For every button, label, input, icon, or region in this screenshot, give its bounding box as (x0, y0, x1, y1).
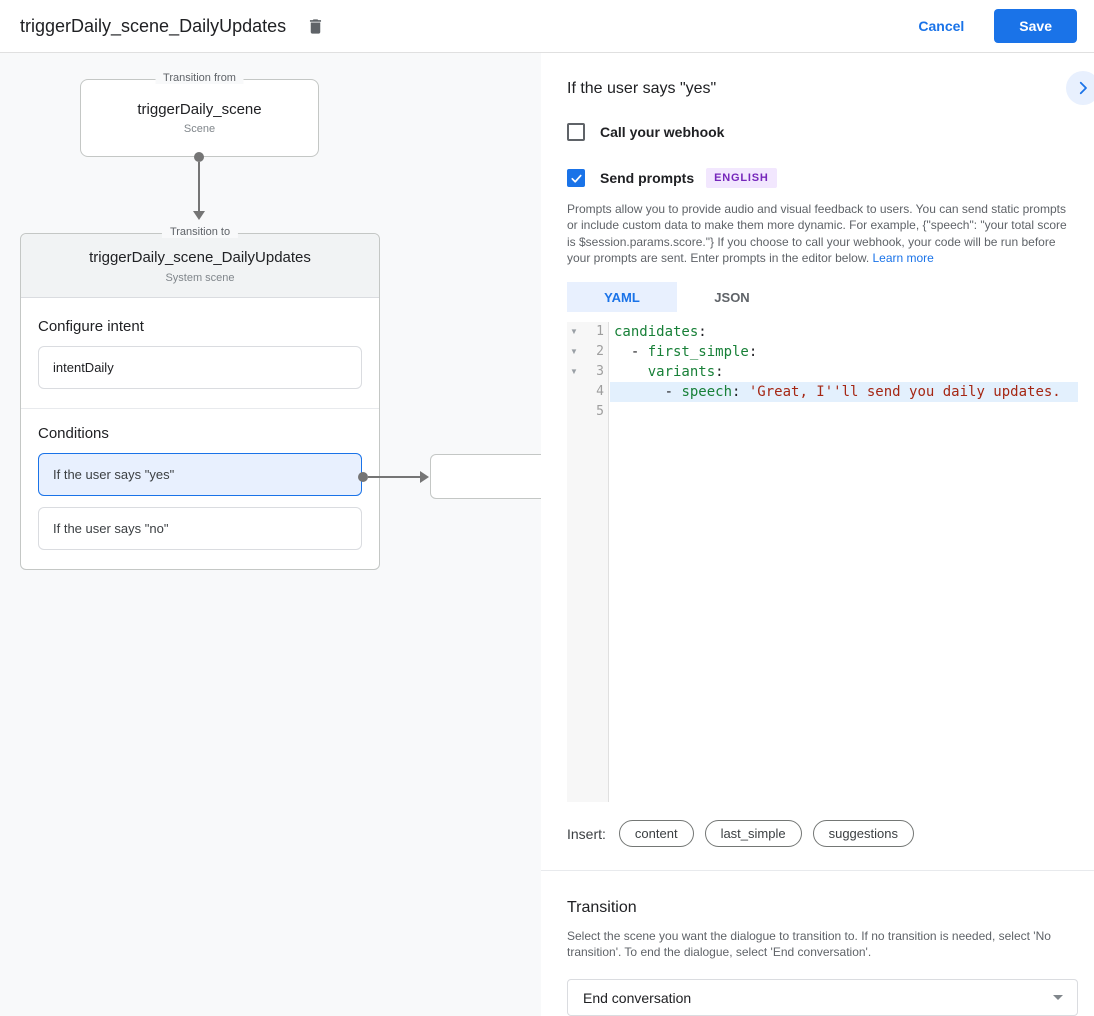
page-title: triggerDaily_scene_DailyUpdates (20, 15, 287, 36)
call-webhook-label: Call your webhook (600, 124, 725, 140)
tab-json[interactable]: JSON (714, 289, 750, 305)
send-prompts-label: Send prompts (600, 170, 695, 186)
insert-suggestions-button[interactable]: suggestions (812, 820, 914, 848)
conditions-label: Conditions (38, 425, 109, 442)
tab-yaml[interactable]: YAML (567, 282, 677, 313)
line-number: 3 (596, 364, 604, 380)
prompts-description: Prompts allow you to provide audio and v… (567, 201, 1078, 266)
arrow-right-icon (420, 471, 429, 483)
intent-item[interactable]: intentDaily (38, 346, 362, 389)
transition-selected-value: End conversation (583, 989, 692, 1006)
insert-label: Insert: (567, 825, 606, 842)
chevron-right-icon (1074, 79, 1092, 97)
code-editor[interactable]: ▼ 1 candidates: ▼ 2 - first_simple: ▼ 3 varian… (567, 322, 1078, 803)
code-line-content[interactable]: variants: (647, 364, 724, 381)
fold-arrow-icon[interactable]: ▼ (570, 367, 578, 377)
cancel-button[interactable]: Cancel (918, 18, 965, 34)
insert-row: Insert: content last_simple suggestions (567, 820, 1078, 848)
transition-from-legend: Transition from (155, 72, 244, 84)
from-scene-type: Scene (183, 123, 216, 135)
connector-dot-vertical (194, 152, 204, 162)
insert-last-simple-button[interactable]: last_simple (704, 820, 802, 848)
code-line-content[interactable] (610, 402, 1078, 422)
scene-diagram-canvas: Transition from triggerDaily_scene Scene… (0, 53, 541, 1016)
top-bar: triggerDaily_scene_DailyUpdates Cancel S… (0, 0, 1094, 53)
to-scene-type: System scene (165, 272, 235, 284)
to-scene-name: triggerDaily_scene_DailyUpdates (89, 249, 311, 266)
transition-to-box: Transition to triggerDaily_scene_DailyUp… (20, 226, 380, 570)
code-line: ▼ 1 candidates: (567, 322, 1078, 342)
fold-arrow-icon[interactable]: ▼ (570, 347, 578, 357)
condition-item-yes[interactable]: If the user says "yes" (38, 453, 362, 496)
learn-more-link[interactable]: Learn more (872, 250, 934, 265)
connector-dot-horizontal (358, 472, 368, 482)
trash-icon (306, 17, 325, 36)
code-line: ▼ 3 variants: (567, 362, 1078, 382)
line-number: 5 (596, 404, 604, 420)
code-line: ▼ 2 - first_simple: (567, 342, 1078, 362)
fold-arrow-icon[interactable]: ▼ (570, 327, 578, 337)
to-scene-header[interactable]: triggerDaily_scene_DailyUpdates System s… (21, 234, 379, 298)
section-divider (541, 870, 1094, 872)
webhook-row: Call your webhook (567, 123, 1078, 141)
transition-to-legend: Transition to (161, 226, 239, 238)
transition-select[interactable]: End conversation (567, 979, 1078, 1016)
send-prompts-checkbox[interactable] (567, 169, 585, 187)
dropdown-caret-icon (1053, 995, 1063, 1001)
language-badge: ENGLISH (706, 168, 777, 188)
panel-title: If the user says "yes" (567, 80, 717, 97)
arrow-down-icon (193, 211, 205, 220)
editor-tabs: YAML JSON (567, 282, 1078, 313)
code-editor-lines: ▼ 1 candidates: ▼ 2 - first_simple: ▼ 3 varian… (567, 322, 1078, 422)
code-line: 4 - speech: 'Great, I''ll send you daily… (567, 382, 1078, 403)
transition-target-box[interactable] (430, 454, 541, 499)
from-scene-name: triggerDaily_scene (137, 101, 262, 118)
call-webhook-checkbox[interactable] (567, 123, 585, 141)
collapse-panel-button[interactable] (1066, 71, 1094, 105)
main-area: Transition from triggerDaily_scene Scene… (0, 53, 1094, 1016)
code-line-content[interactable]: candidates: (614, 324, 707, 341)
code-line-content[interactable]: - first_simple: (614, 344, 758, 361)
save-button[interactable]: Save (994, 9, 1077, 43)
transition-section-title: Transition (567, 899, 637, 917)
transition-description: Select the scene you want the dialogue t… (567, 929, 1051, 960)
configure-intent-section: Configure intent intentDaily (21, 298, 379, 389)
connector-line-horizontal (368, 476, 420, 478)
code-line-content[interactable]: - speech: 'Great, I''ll send you daily u… (610, 382, 1078, 403)
card-divider (21, 408, 379, 409)
line-number: 2 (596, 344, 604, 360)
delete-scene-button[interactable] (304, 15, 327, 38)
line-number: 1 (596, 324, 604, 340)
configure-intent-label: Configure intent (38, 318, 144, 335)
line-number: 4 (596, 384, 604, 400)
insert-content-button[interactable]: content (618, 820, 694, 848)
conditions-section: Conditions If the user says "yes" If the… (21, 409, 379, 569)
transition-from-box[interactable]: Transition from triggerDaily_scene Scene (80, 72, 319, 157)
code-line: 5 (567, 402, 1078, 422)
condition-details-panel: If the user says "yes" Call your webhook… (541, 53, 1094, 1016)
condition-item-no[interactable]: If the user says "no" (38, 507, 362, 550)
send-prompts-row: Send prompts ENGLISH (567, 168, 1078, 188)
connector-line-vertical (198, 162, 200, 212)
prompts-description-text: Prompts allow you to provide audio and v… (567, 202, 1067, 265)
editor-gutter (567, 322, 609, 803)
